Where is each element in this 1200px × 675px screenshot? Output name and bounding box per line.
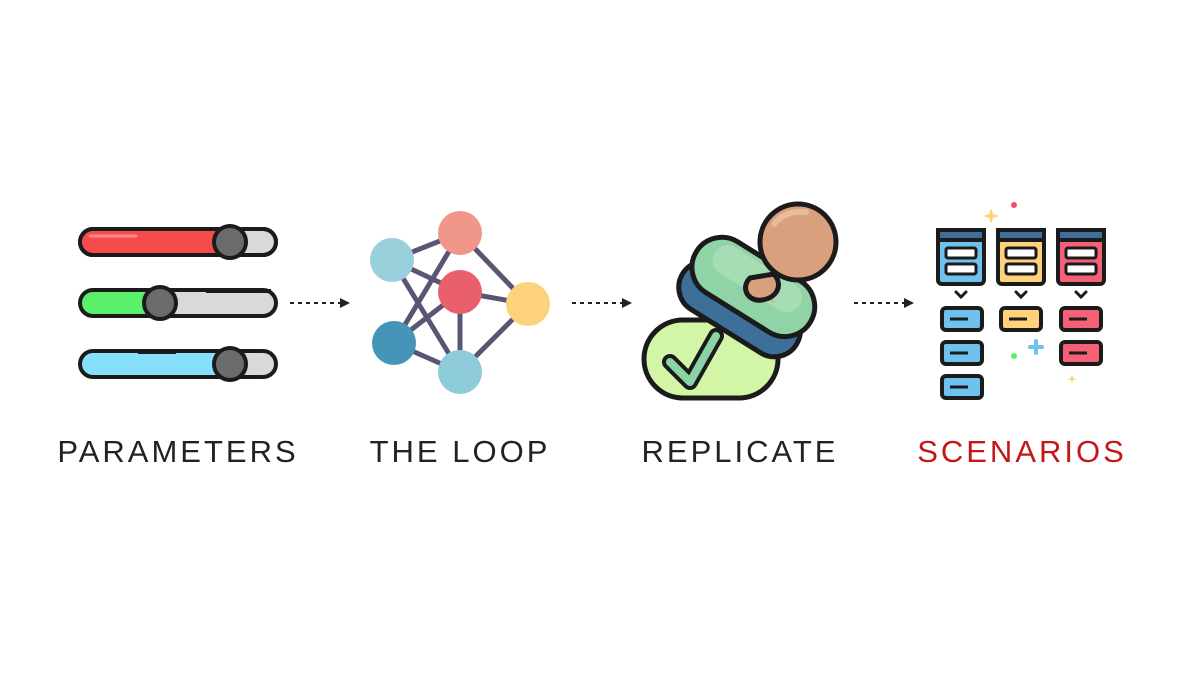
sliders-icon <box>76 220 282 385</box>
column-blue <box>936 228 986 400</box>
stamp-icon <box>636 200 846 405</box>
slider-red <box>78 224 278 260</box>
step-label-parameters: PARAMETERS <box>57 434 299 469</box>
dashed-arrow-icon <box>290 298 350 308</box>
column-red <box>1056 228 1106 366</box>
column-yellow <box>996 228 1046 332</box>
step-label-replicate: REPLICATE <box>641 434 839 469</box>
kanban-board-icon <box>928 198 1118 408</box>
step-label-scenarios: SCENARIOS <box>917 434 1127 469</box>
step-label-the-loop: THE LOOP <box>369 434 551 469</box>
dashed-arrow-icon <box>854 298 914 308</box>
slider-blue <box>78 346 278 382</box>
slider-green <box>78 285 278 321</box>
network-icon <box>362 208 556 398</box>
dashed-arrow-icon <box>572 298 632 308</box>
